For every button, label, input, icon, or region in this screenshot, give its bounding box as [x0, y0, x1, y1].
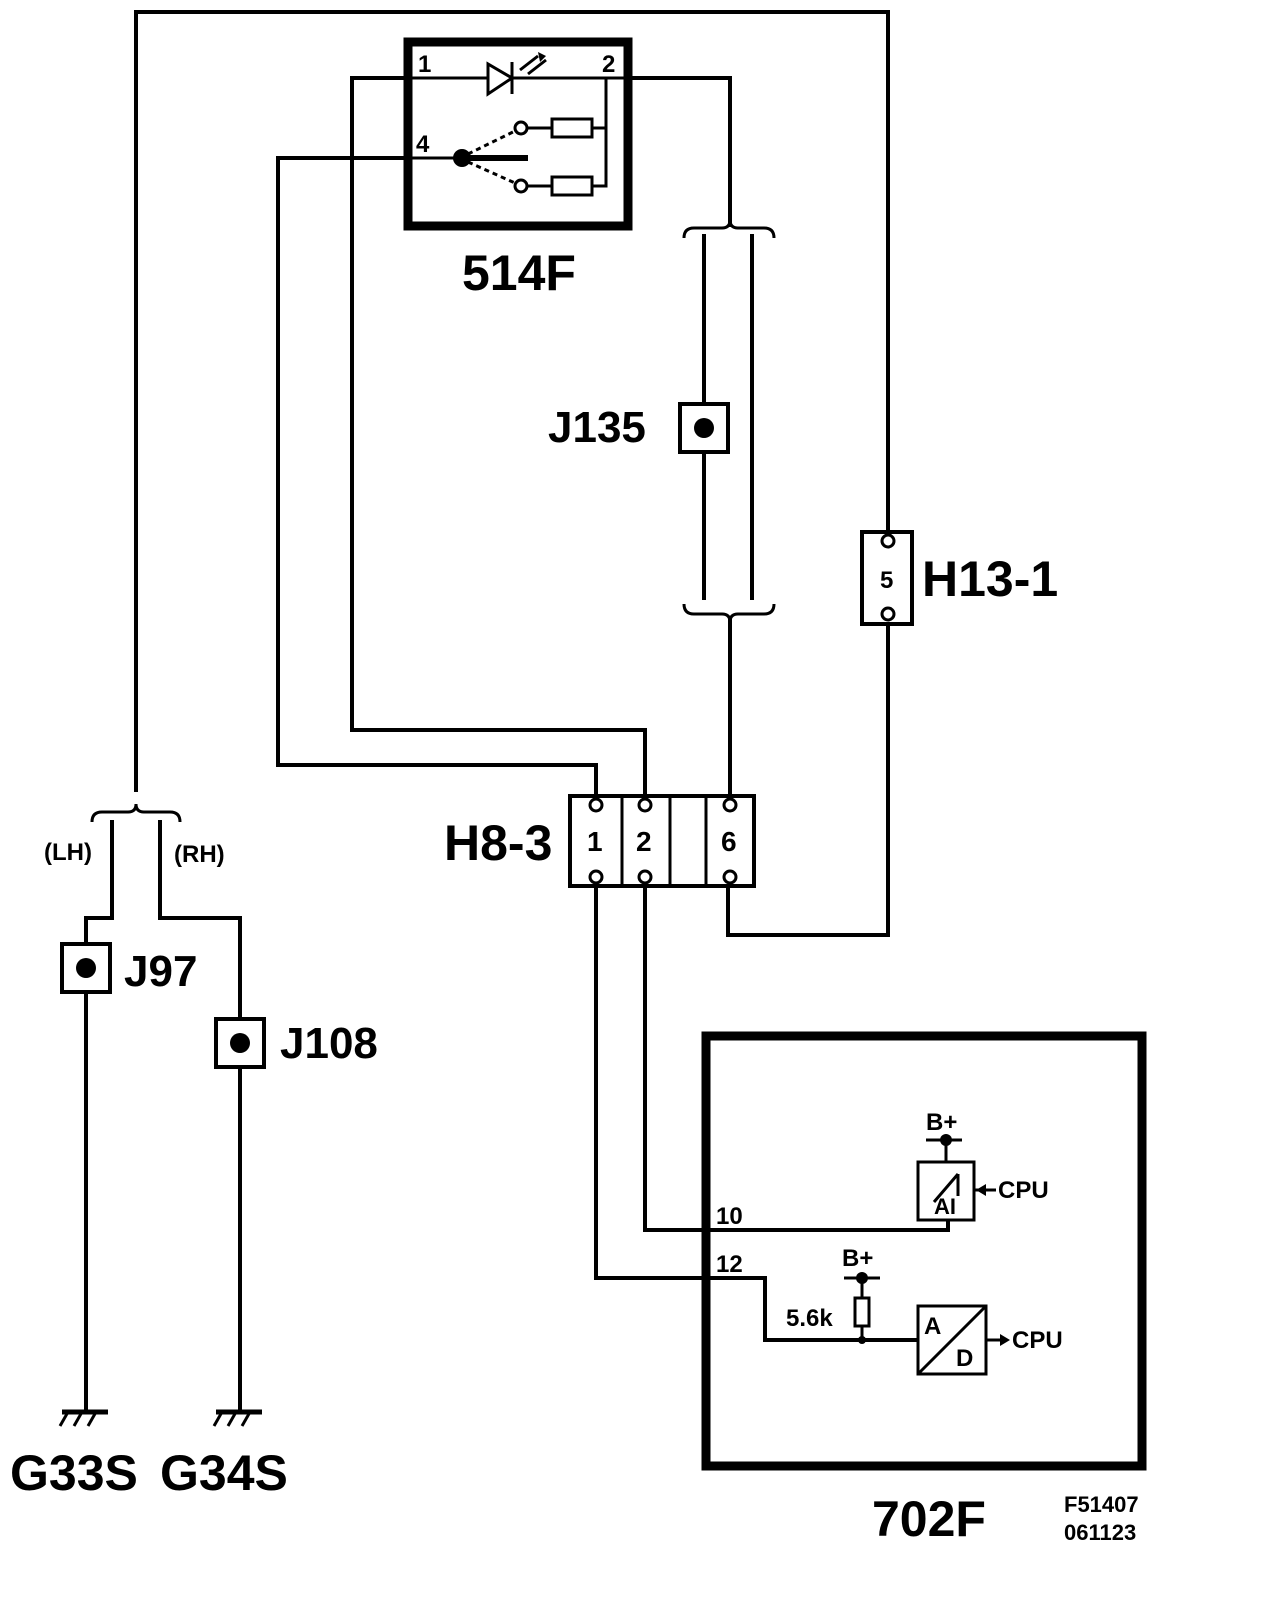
ground-g34s: G34S: [160, 1409, 288, 1501]
pin-label: 6: [721, 826, 737, 857]
ground-label-g33s: G33S: [10, 1445, 138, 1501]
bracket-lh-rh: [90, 803, 182, 823]
cpu-label: CPU: [998, 1177, 1049, 1204]
ground-hatch: [86, 1411, 98, 1427]
pin-label: 10: [716, 1203, 743, 1230]
connector-pin: [880, 533, 896, 549]
connector-pin: [588, 869, 604, 885]
switch-contact: [513, 178, 529, 194]
resistor-icon: [853, 1296, 871, 1328]
wire-pin1-to-h8-pin2: [350, 76, 647, 802]
connector-pin: [637, 797, 653, 813]
cpu-label: CPU: [1012, 1327, 1063, 1354]
connector-pin: [722, 869, 738, 885]
bracket-top: [682, 219, 776, 239]
splice-dot: [230, 1033, 250, 1053]
ground-hatch: [72, 1411, 84, 1427]
bracket-bottom: [682, 603, 776, 623]
connector-pin: [722, 797, 738, 813]
ground-label-g34s: G34S: [160, 1445, 288, 1501]
component-label-j97: J97: [124, 947, 197, 996]
component-label-702f: 702F: [872, 1491, 986, 1547]
figure-id-line2: 061123: [1064, 1520, 1136, 1545]
splice-dot: [76, 958, 96, 978]
wire-h13-to-h8-pin6: [726, 620, 890, 937]
led-icon: [486, 61, 515, 97]
led-ray-head: [538, 52, 546, 62]
driver-switch: [932, 1173, 960, 1203]
ground-hatch: [226, 1411, 238, 1427]
pin-label: 12: [716, 1251, 743, 1278]
ground-hatch: [58, 1411, 70, 1427]
wire-pin2-to-bracket: [628, 76, 732, 227]
driver-label: AI: [934, 1194, 956, 1219]
ground-hatch: [240, 1411, 252, 1427]
component-label-j135: J135: [548, 403, 646, 452]
pin-label: 1: [418, 51, 431, 78]
pin-label: 5: [880, 567, 893, 594]
adc-label-d: D: [956, 1345, 973, 1372]
component-label-h13-1: H13-1: [922, 551, 1058, 607]
brackets: [90, 219, 776, 823]
switch-module-514f: 1 2 4 514F: [403, 37, 633, 301]
splice-dot: [694, 418, 714, 438]
component-label-514f: 514F: [462, 245, 576, 301]
resistor-icon: [550, 117, 594, 139]
connector-h13-1: 5 H13-1: [860, 530, 1058, 626]
resistor-label: 5.6k: [786, 1305, 833, 1332]
component-label-j108: J108: [280, 1019, 378, 1068]
ground-hatch: [212, 1411, 224, 1427]
arrow-right-icon: [1000, 1334, 1010, 1346]
wire-pin4-to-h8-pin1: [276, 156, 598, 802]
connector-box: [568, 794, 756, 888]
component-label-h8-3: H8-3: [444, 815, 552, 871]
figure-id-line1: F51407: [1064, 1492, 1139, 1517]
pin-label: 2: [636, 826, 652, 857]
led-ray: [527, 58, 547, 76]
wire-h8-pin1-to-702f-pin12: [594, 882, 920, 1342]
wire-h8-pin2-to-702f-pin10: [643, 882, 950, 1232]
connector-pin: [588, 797, 604, 813]
control-module-702f: 10 12 B+ AI CPU B+ 5.6k A D CPU 702F: [701, 1031, 1147, 1547]
pin-label: 2: [602, 51, 615, 78]
connector-h8-3: 1 2 6 H8-3: [444, 794, 756, 888]
supply-label: B+: [842, 1245, 873, 1272]
wire-top-loop: [134, 10, 890, 792]
ground-g33s: G33S: [10, 1409, 138, 1501]
resistor-icon: [550, 175, 594, 197]
adc-label-a: A: [924, 1313, 941, 1340]
control-module-box: [701, 1031, 1147, 1471]
splice-j97: J97: [60, 942, 197, 996]
led-ray: [519, 54, 539, 72]
branch-label-lh: (LH): [44, 839, 92, 866]
internal-bus: [592, 78, 608, 188]
junction-dot: [858, 1336, 866, 1344]
switch-pivot-icon: [453, 149, 471, 167]
splice-box: [678, 402, 730, 454]
adc-diagonal: [916, 1304, 988, 1376]
switch-contact: [513, 120, 529, 136]
pin-label: 4: [416, 131, 430, 158]
branch-label-rh: (RH): [174, 841, 225, 868]
connector-pin: [637, 869, 653, 885]
connector-pin: [880, 606, 896, 622]
supply-label: B+: [926, 1109, 957, 1136]
splice-j108: J108: [214, 1017, 378, 1069]
wire-lh-branch: [84, 820, 114, 944]
pin-label: 1: [587, 826, 603, 857]
splice-j135: J135: [548, 402, 730, 454]
arrow-left-icon: [976, 1184, 986, 1196]
wire-rh-branch: [158, 820, 242, 1020]
